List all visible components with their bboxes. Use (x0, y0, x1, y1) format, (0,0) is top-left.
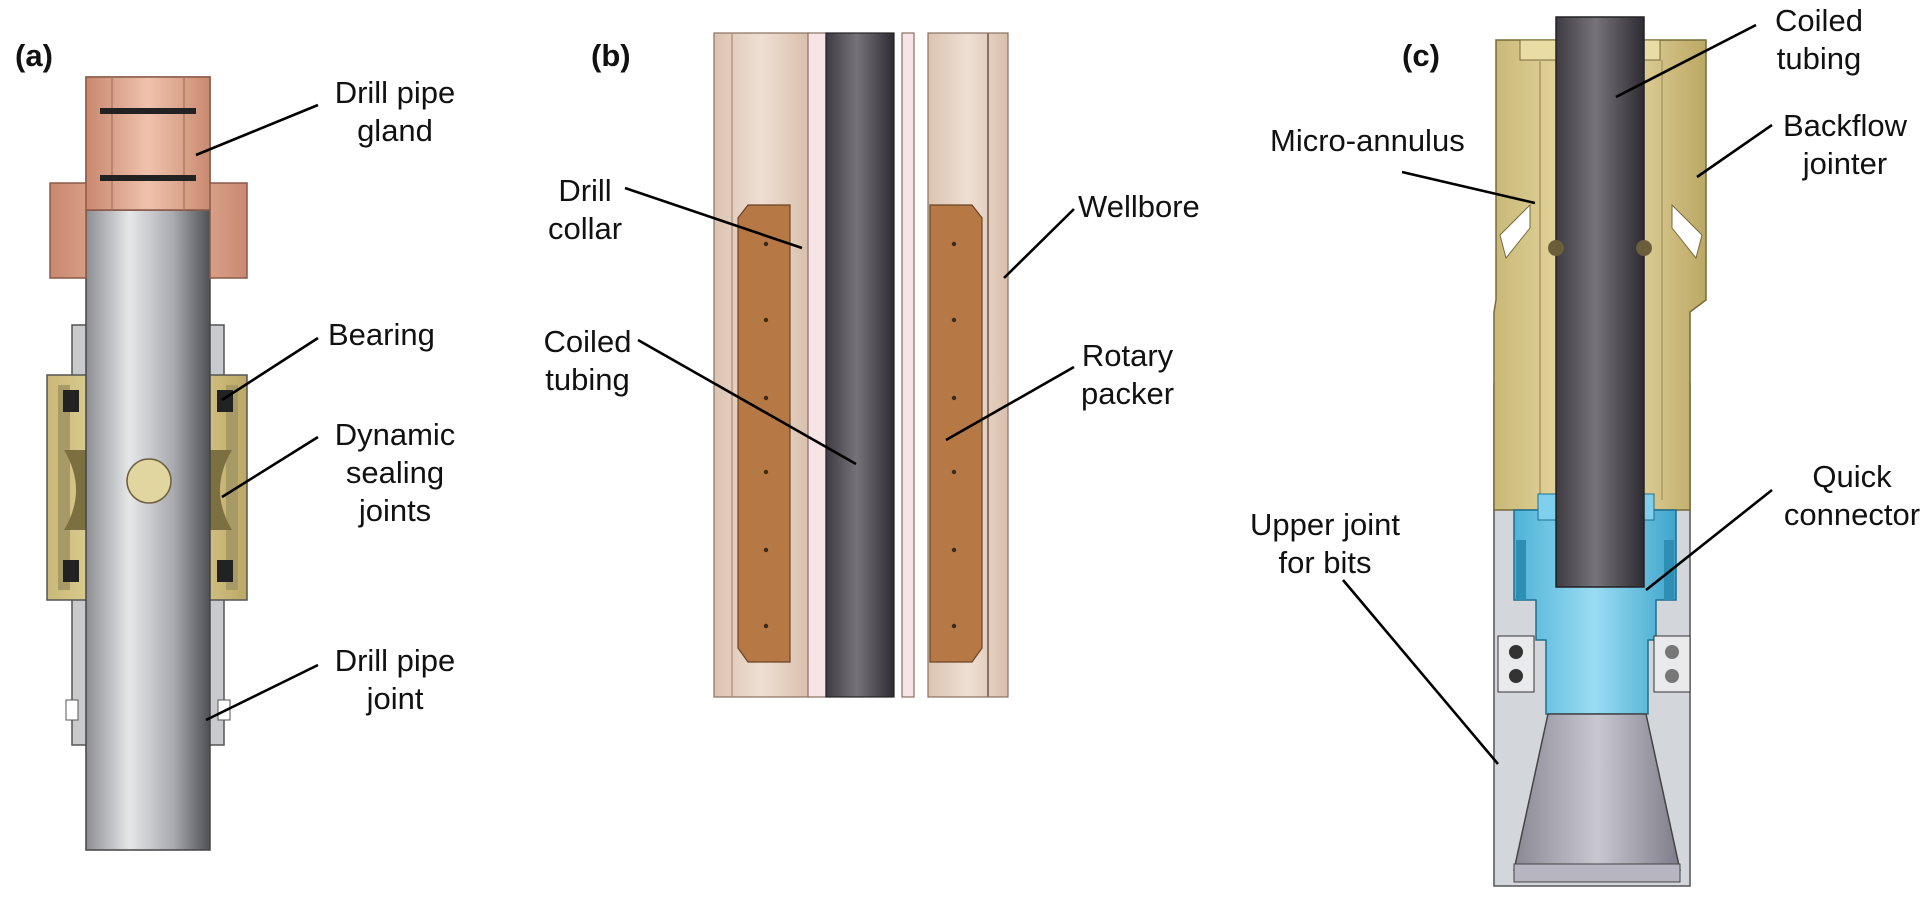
bearing-bottom-right (217, 560, 233, 582)
label-seal-line3: joints (358, 493, 432, 528)
label-upper-line1: Upper joint (1250, 507, 1400, 542)
leader-packer (945, 365, 1075, 442)
label-gland-line1: Drill pipe (334, 75, 456, 110)
leader-upper (1342, 579, 1499, 765)
leader-bearing (221, 336, 319, 402)
panel-a-drawing (46, 76, 248, 851)
label-packer-line2: packer (1080, 376, 1175, 411)
panel-c-tag: (c) (1402, 38, 1440, 73)
label-coiled-c-line2: tubing (1776, 41, 1862, 76)
label-quick-line2: connector (1783, 497, 1921, 532)
label-collar-line1: Drill (558, 173, 612, 208)
label-packer-line1: Rotary (1081, 338, 1174, 373)
leader-tubing (637, 338, 857, 466)
label-joint-line2: joint (366, 681, 424, 716)
label-quick-line1: Quick (1812, 459, 1892, 494)
drill-pipe (85, 209, 211, 851)
label-bearing: Bearing (328, 317, 435, 352)
leader-micro (1401, 170, 1536, 205)
label-seal-line2: sealing (345, 455, 445, 490)
leader-joint (205, 663, 319, 722)
panel-a-leaders (195, 103, 319, 722)
leader-coiled-c (1615, 23, 1757, 99)
label-coiled-c-line1: Coiled (1775, 3, 1863, 38)
label-micro-annulus: Micro-annulus (1270, 123, 1465, 158)
label-seal-line1: Dynamic (334, 417, 456, 452)
drill-collar-right (901, 32, 915, 698)
panel-b-tag: (b) (591, 38, 631, 73)
panel-c-leaders (1342, 23, 1773, 765)
leader-seal (221, 435, 319, 499)
drill-collar-left (807, 32, 827, 698)
bearing-bottom-left (63, 560, 79, 582)
label-backflow-line1: Backflow (1782, 108, 1908, 143)
panel-b-leaders (624, 186, 1075, 466)
panel-a-tag: (a) (15, 38, 53, 73)
panel-c-drawing (1493, 16, 1707, 887)
leader-quick (1645, 488, 1773, 592)
label-tubing-line1: Coiled (543, 324, 632, 359)
label-collar-line2: collar (547, 211, 623, 246)
leader-gland (195, 103, 319, 157)
label-tubing-line2: tubing (545, 362, 630, 397)
rotary-packer-left (737, 204, 791, 663)
label-gland-line2: gland (357, 113, 433, 148)
leader-collar (624, 186, 803, 250)
label-backflow-line2: jointer (1802, 146, 1888, 181)
label-upper-line2: for bits (1278, 545, 1372, 580)
leader-wellbore (1003, 208, 1075, 279)
panel-b-drawing (713, 32, 1009, 698)
bearing-top-left (63, 390, 79, 412)
leader-backflow (1696, 123, 1773, 179)
coiled-tubing-c (1555, 16, 1645, 588)
coiled-tubing (825, 32, 895, 698)
label-joint-line1: Drill pipe (334, 643, 456, 678)
label-wellbore: Wellbore (1078, 189, 1200, 224)
side-port (126, 458, 172, 504)
